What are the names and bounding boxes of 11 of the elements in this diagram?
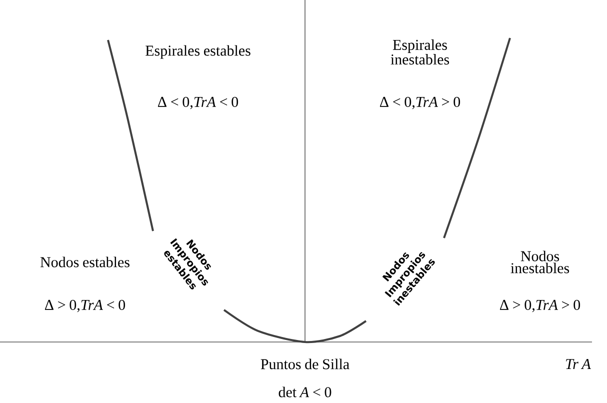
region-label: Δ > 0,TrA < 0 [44, 300, 126, 312]
region-label: Tr A [566, 359, 591, 369]
region-label: Nodos inestables [510, 250, 570, 274]
region-label: Espirales estables [146, 45, 250, 59]
region-label: Δ > 0,TrA > 0 [500, 300, 580, 312]
region-label: Espirales inestables [390, 39, 450, 65]
region-label: det A < 0 [278, 386, 332, 398]
region-label: Puntos de Silla [260, 358, 350, 370]
region-label: Δ < 0,TrA < 0 [158, 96, 238, 110]
region-label: Δ < 0,TrA > 0 [380, 96, 460, 110]
region-label: Nodos estables [40, 256, 130, 268]
